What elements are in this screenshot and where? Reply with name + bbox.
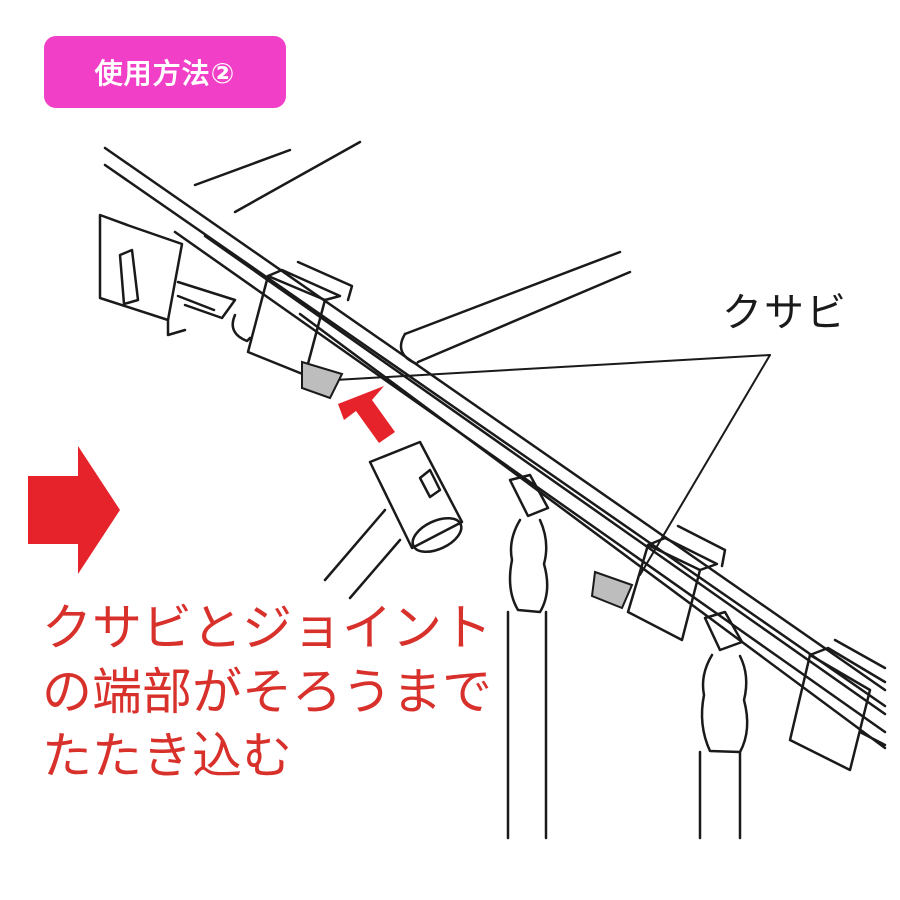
far-right-clamp xyxy=(788,638,887,772)
right-arrow-icon xyxy=(28,446,120,574)
left-end-bracket xyxy=(98,213,237,337)
right-post xyxy=(698,610,749,840)
wedge-callout-label: クサビ xyxy=(722,290,848,336)
main-beam xyxy=(103,146,887,750)
callout-leaders xyxy=(334,354,771,576)
instruction-line: たたき込む xyxy=(42,727,292,785)
joint-cap xyxy=(323,440,464,600)
wedge-left xyxy=(301,360,344,400)
back-rails xyxy=(193,140,632,366)
up-left-arrow-icon xyxy=(338,386,395,443)
header-badge: 使用方法② xyxy=(44,36,286,108)
header-title: 使用方法② xyxy=(94,57,236,90)
center-post xyxy=(506,473,550,840)
instruction-text: クサビとジョイント の端部がそろうまで たたき込む xyxy=(42,596,492,788)
right-joint-clamp xyxy=(626,524,727,642)
instruction-line: の端部がそろうまで xyxy=(42,663,492,721)
wedge-right xyxy=(590,570,634,610)
instruction-line: クサビとジョイント xyxy=(42,599,492,657)
